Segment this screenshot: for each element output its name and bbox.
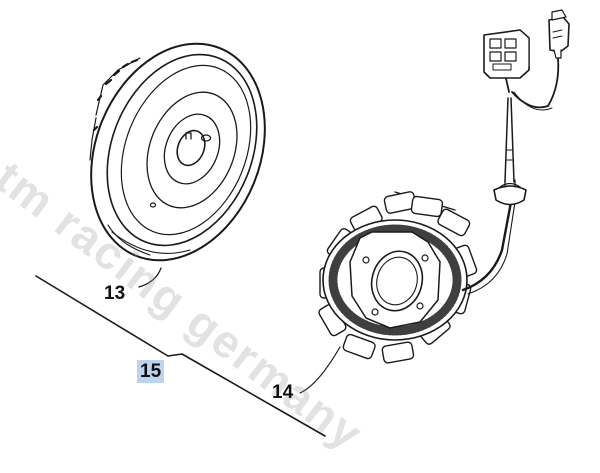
stator [318, 191, 478, 364]
callout-14: 14 [272, 382, 294, 403]
leader-line-14 [299, 346, 341, 394]
bracket-line-15 [35, 275, 326, 437]
flywheel-rotor [89, 42, 266, 262]
stator-cable-and-connector [461, 9, 570, 295]
callout-15-highlighted: 15 [137, 360, 165, 383]
callout-13: 13 [104, 283, 126, 304]
leader-line-13 [138, 267, 162, 288]
